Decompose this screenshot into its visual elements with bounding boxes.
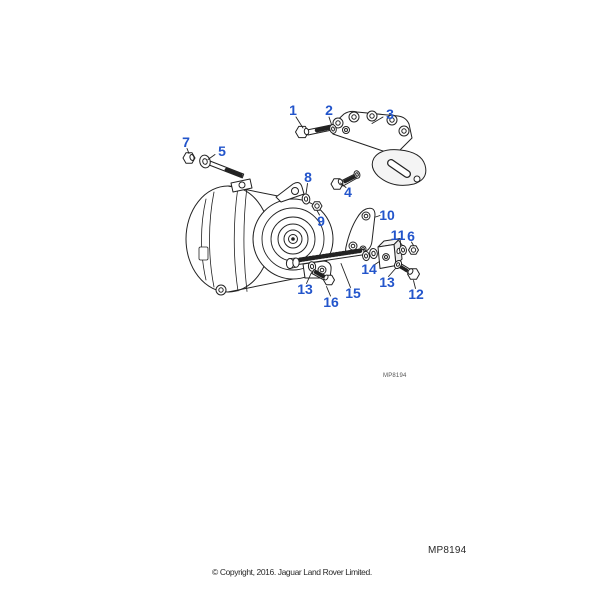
callout-8[interactable]: 8 [304,169,312,185]
trunnion-block-drawing [377,238,403,269]
mounting-bracket-drawing [329,110,427,186]
washer-11-nut-6-drawing [399,244,419,256]
bolt-16-drawing [311,269,335,286]
callout-6[interactable]: 6 [407,228,415,244]
callout-14[interactable]: 14 [361,261,377,277]
rod-washers-drawing [362,248,378,262]
alternator-drawing [185,178,334,296]
callout-5[interactable]: 5 [218,143,226,159]
callout-9[interactable]: 9 [317,213,325,229]
washer-8-nut-9-drawing [301,193,323,211]
callout-1[interactable]: 1 [289,102,297,118]
copyright-text: © Copyright, 2016. Jaguar Land Rover Lim… [212,567,372,577]
callout-3[interactable]: 3 [386,106,394,122]
callout-13-left[interactable]: 13 [297,281,313,297]
callout-7[interactable]: 7 [182,134,190,150]
bolt-12-drawing [393,259,420,280]
callout-11[interactable]: 11 [390,227,406,243]
callout-15[interactable]: 15 [345,285,361,301]
bolt-1-drawing [295,124,333,139]
callout-13-right[interactable]: 13 [379,274,395,290]
adjuster-rod-drawing [285,248,365,272]
callout-10[interactable]: 10 [379,207,395,223]
callout-2[interactable]: 2 [325,102,333,118]
callout-4[interactable]: 4 [344,184,352,200]
leader-lines [186,116,416,297]
diagram-watermark: MP8194 [383,373,407,379]
bolt-7-washer-5-drawing [182,152,245,179]
washer-2-drawing [329,124,337,134]
callout-12[interactable]: 12 [408,286,424,302]
adjuster-arm-drawing [345,207,376,256]
callout-16[interactable]: 16 [323,294,339,310]
image-code-label: MP8194 [428,545,467,556]
